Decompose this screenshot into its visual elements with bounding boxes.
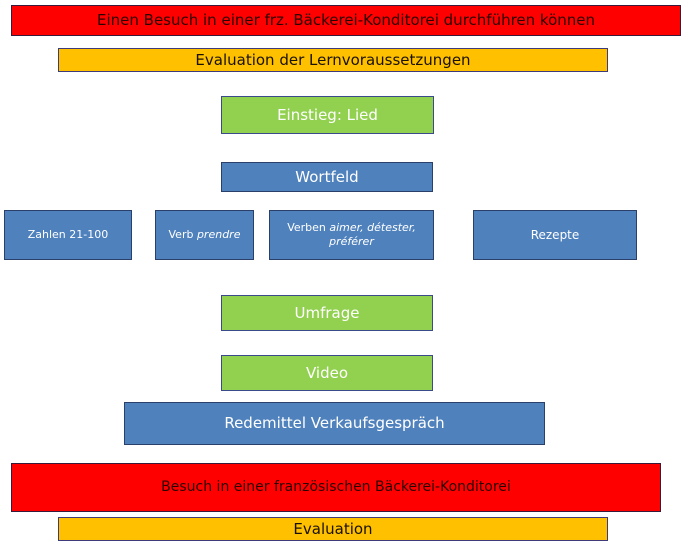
redemittel-text: Redemittel Verkaufsgespräch [224,414,445,433]
video-box: Video [221,355,433,391]
wortfeld-text: Wortfeld [295,167,359,186]
video-text: Video [305,363,349,382]
evaluation-box: Evaluation [58,517,608,541]
verben-box: Verben aimer, détester, préférer [269,210,434,260]
verben-words: aimer, détester, préférer [329,221,416,248]
wortfeld-box: Wortfeld [221,162,433,192]
einstieg-text: Einstieg: Lied [277,105,378,124]
goal-text: Einen Besuch in einer frz. Bäckerei-Kond… [97,11,595,30]
rezepte-text: Rezepte [530,227,580,242]
rezepte-box: Rezepte [473,210,637,260]
zahlen-box: Zahlen 21-100 [4,210,132,260]
einstieg-box: Einstieg: Lied [221,96,434,134]
goal-box: Einen Besuch in einer frz. Bäckerei-Kond… [11,5,681,36]
umfrage-text: Umfrage [294,303,360,322]
evaluation-text: Evaluation [293,519,373,538]
verb-word: prendre [196,228,241,242]
verb-prefix: Verb [168,228,194,242]
verb-prendre-text: Verb prendre [169,228,241,242]
verben-text: Verben aimer, détester, préférer [280,221,423,249]
redemittel-box: Redemittel Verkaufsgespräch [124,402,545,445]
evaluation-prereq-text: Evaluation der Lernvoraussetzungen [195,50,471,69]
verben-prefix: Verben [287,221,326,235]
besuch-text: Besuch in einer französischen Bäckerei-K… [161,478,511,495]
umfrage-box: Umfrage [221,295,433,331]
verb-prendre-box: Verb prendre [155,210,254,260]
besuch-box: Besuch in einer französischen Bäckerei-K… [11,463,661,512]
evaluation-prereq-box: Evaluation der Lernvoraussetzungen [58,48,608,72]
zahlen-text: Zahlen 21-100 [27,228,109,242]
